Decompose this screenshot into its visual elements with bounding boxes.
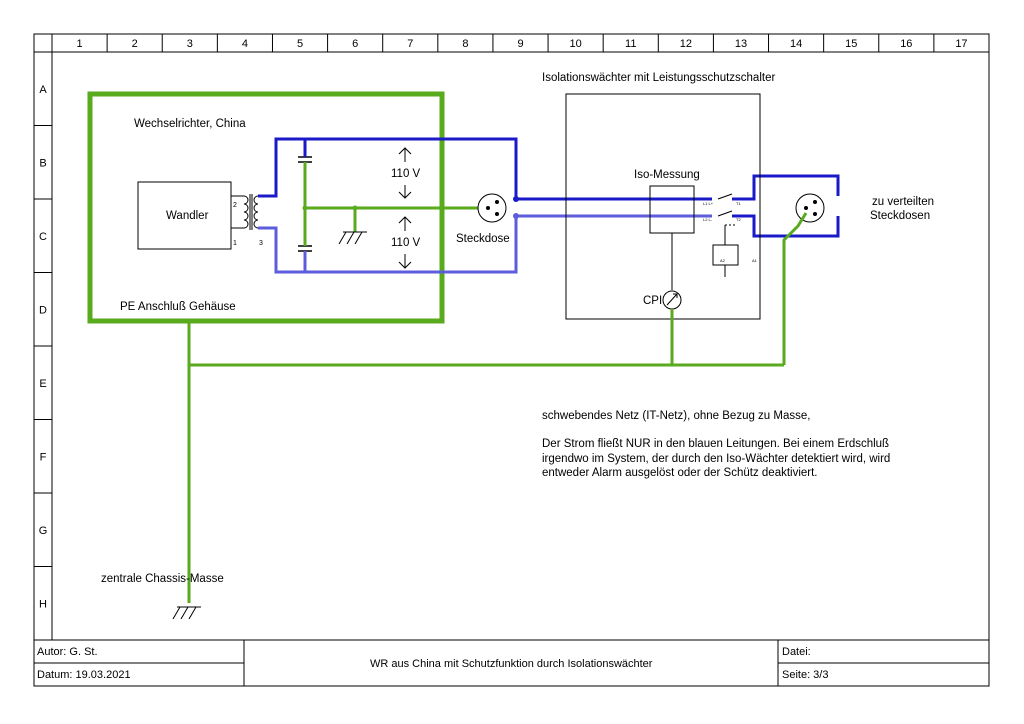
grid-column-label: 5 (297, 38, 303, 50)
grid-column-label: 2 (132, 38, 138, 50)
pe-housing-label: PE Anschluß Gehäuse (120, 301, 236, 313)
iso-monitor-label: Isolationswächter mit Leistungsschutzsch… (542, 72, 775, 84)
junction-dot (513, 213, 519, 219)
grid-column-label: 4 (242, 38, 248, 50)
outlets-label-line2: Steckdosen (870, 210, 930, 222)
grid-row-label: F (40, 451, 47, 463)
outlets-label-line1: zu verteilten (872, 196, 934, 208)
svg-text:A2: A2 (720, 258, 726, 263)
junction-dot (352, 205, 358, 211)
note-line-1: schwebendes Netz (IT-Netz), ohne Bezug z… (542, 410, 811, 422)
converter-label: Wandler (166, 210, 209, 222)
junction-dot (302, 205, 308, 211)
grid-row-label: E (39, 378, 46, 390)
grid-column-label: 16 (900, 38, 912, 50)
inverter-label: Wechselrichter, China (134, 118, 246, 130)
note-line-2: Der Strom fließt NUR in den blauen Leitu… (542, 438, 890, 450)
iso-measurement-label: Iso-Messung (634, 169, 700, 181)
grid-column-label: 10 (569, 38, 581, 50)
cpi-meter (662, 290, 682, 310)
chassis-ground-symbol (172, 606, 201, 620)
grid-row-label: B (39, 157, 46, 169)
note-line-4: entweder Alarm ausgelöst oder der Schütz… (542, 467, 818, 479)
grid-column-label: 1 (76, 38, 82, 50)
pe-bus (187, 212, 808, 603)
svg-text:T1: T1 (736, 201, 741, 206)
transformer-pin-2: 2 (233, 202, 237, 209)
phase-line-bottom (258, 214, 712, 274)
voltage-label-top: 110 V (391, 168, 421, 180)
grid-column-label: 6 (352, 38, 358, 50)
outlet-socket-symbol (795, 193, 825, 223)
transformer-pin-1: 1 (233, 240, 237, 247)
converter-block (137, 181, 232, 250)
grid-row-label: D (39, 304, 47, 316)
junction-dot (513, 196, 519, 202)
capacitor-top (298, 139, 312, 163)
transformer-pin-3: 3 (259, 240, 263, 247)
midpoint-pe-link (303, 162, 478, 246)
date-field: Datum: 19.03.2021 (37, 669, 131, 681)
grid-column-label: 11 (625, 38, 636, 50)
socket-symbol (477, 193, 507, 223)
grid-row-label: H (39, 598, 47, 610)
relay-coil (712, 224, 739, 277)
socket-label: Steckdose (456, 233, 510, 245)
grid-row-label: G (39, 525, 48, 537)
svg-text:A1: A1 (752, 258, 758, 263)
svg-text:L2 L-: L2 L- (703, 217, 713, 222)
grid-column-label: 3 (187, 38, 193, 50)
note-line-3: irgendwo im System, der durch den Iso-Wä… (542, 453, 891, 465)
drawing-title: WR aus China mit Schutzfunktion durch Is… (370, 658, 653, 670)
grid-column-label: 9 (517, 38, 523, 50)
iso-monitor-enclosure (565, 93, 761, 320)
grid-column-label: 15 (845, 38, 857, 50)
chassis-ground-label: zentrale Chassis-Masse (101, 573, 224, 585)
switch-pin-labels: L1 L+ L2 L- T1 T2 A2 A1 (703, 201, 758, 263)
grid-column-label: 14 (790, 38, 802, 50)
transformer-symbol (231, 194, 259, 230)
svg-text:T2: T2 (736, 217, 741, 222)
page-field: Seite: 3/3 (782, 669, 829, 681)
author-field: Autor: G. St. (37, 646, 98, 658)
phase-line-top (258, 137, 840, 201)
capacitor-bottom (298, 245, 312, 272)
iso-measurement-block (649, 185, 695, 234)
title-block-frame (34, 639, 989, 686)
grid-column-label: 12 (680, 38, 692, 50)
svg-text:L1 L+: L1 L+ (703, 201, 714, 206)
grid-row-label: A (39, 84, 47, 96)
ground-symbol (338, 231, 367, 245)
file-field: Datei: (782, 646, 811, 658)
grid-column-label: 13 (735, 38, 747, 50)
grid-row-label: C (39, 231, 47, 243)
grid-column-label: 8 (462, 38, 468, 50)
voltage-arrow-top (398, 147, 412, 199)
voltage-label-bottom: 110 V (391, 237, 421, 249)
cpi-label: CPI (643, 295, 662, 307)
grid-column-label: 17 (955, 38, 967, 50)
voltage-arrow-bottom (398, 216, 412, 269)
phase-line-return (717, 210, 840, 238)
grid-column-label: 7 (407, 38, 413, 50)
